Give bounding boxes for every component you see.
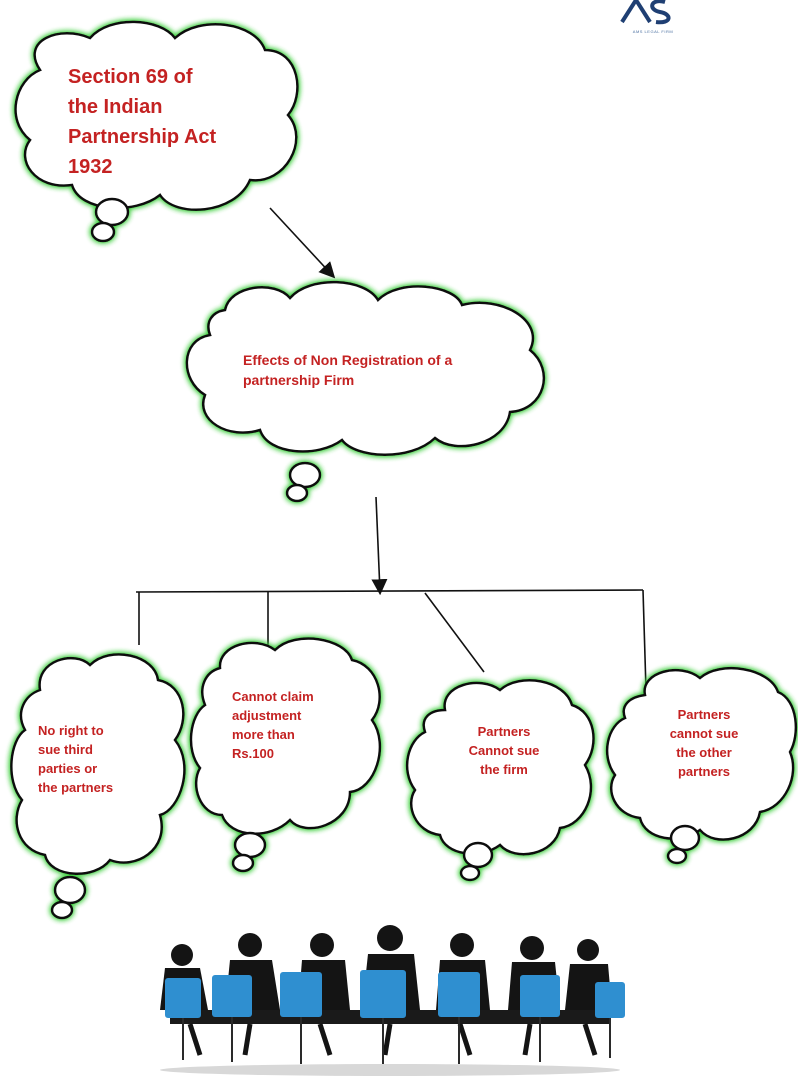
effect-3-text: Partners Cannot sue the firm <box>450 723 558 780</box>
effect-bubble-3 <box>405 679 595 882</box>
effect-line: sue third <box>38 741 93 757</box>
effect-2-text: Cannot claim adjustment more than Rs.100 <box>232 688 342 763</box>
root-thought-bubble <box>14 20 299 243</box>
logo-tagline: AMS LEGAL FIRM <box>632 29 674 34</box>
branch-connectors <box>135 589 647 691</box>
effect-1-text: No right to sue third parties or the par… <box>38 722 148 797</box>
root-line: the Indian <box>68 96 163 118</box>
root-line: Section 69 of <box>68 66 193 88</box>
middle-bubble-text: Effects of Non Registration of a partner… <box>243 350 483 391</box>
effect-line: adjustment <box>232 707 302 723</box>
root-line: 1932 <box>68 156 113 178</box>
effect-line: Partners <box>477 724 531 739</box>
effect-line: No right to <box>38 723 104 738</box>
effect-line: the partners <box>38 779 114 795</box>
logo <box>620 0 671 25</box>
effect-bubble-1 <box>10 653 186 920</box>
effect-line: cannot sue <box>669 725 739 741</box>
arrow-root-to-effects <box>269 207 336 279</box>
effect-line: Partners <box>677 707 731 722</box>
effect-line: more than <box>232 726 295 742</box>
effect-line: partners <box>677 763 731 779</box>
effect-line: the firm <box>480 761 528 777</box>
effect-line: the other <box>676 744 732 760</box>
effect-bubble-4 <box>605 666 798 865</box>
middle-thought-bubble <box>185 280 546 503</box>
middle-line: partnership Firm <box>243 372 355 389</box>
root-line: Partnership Act <box>68 126 217 148</box>
effect-bubble-2 <box>189 637 382 873</box>
root-bubble-text: Section 69 of the Indian Partnership Act… <box>68 62 278 182</box>
meeting-silhouette <box>160 925 625 1076</box>
effect-line: parties or <box>38 760 98 776</box>
effect-line: Cannot claim <box>232 689 314 704</box>
effect-4-text: Partners cannot sue the other partners <box>650 706 758 781</box>
effect-line: Cannot sue <box>468 742 540 758</box>
arrow-effects-to-branches <box>371 496 388 596</box>
effect-line: Rs.100 <box>232 745 274 761</box>
middle-line: Effects of Non Registration of a <box>243 352 453 368</box>
